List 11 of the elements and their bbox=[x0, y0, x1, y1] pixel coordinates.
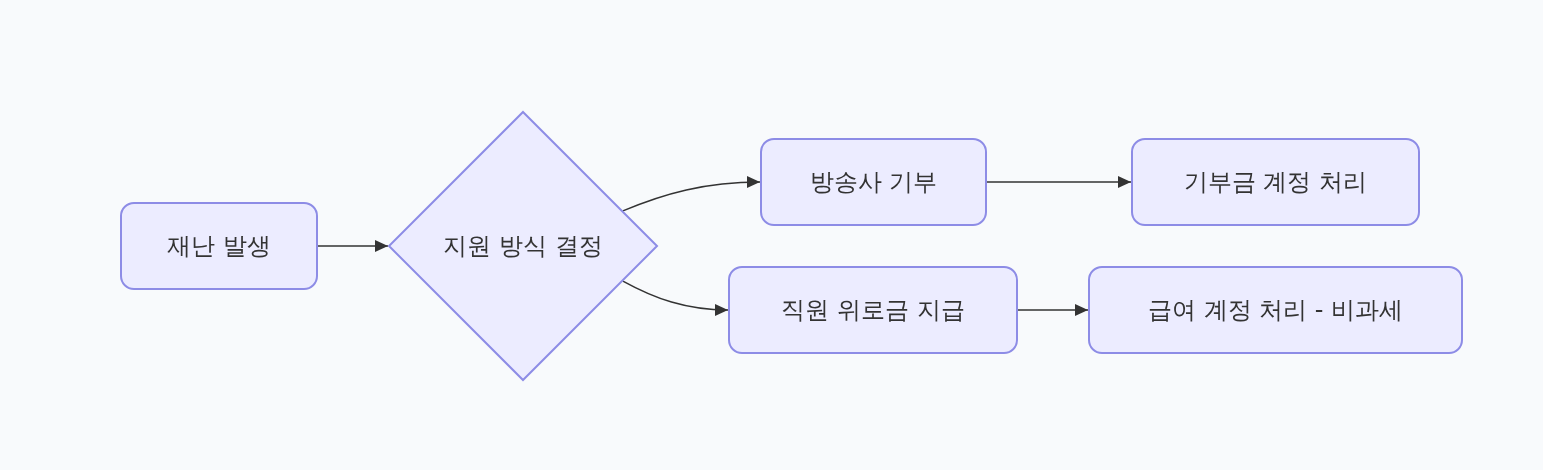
node-label: 기부금 계정 처리 bbox=[1183, 167, 1368, 198]
arrow bbox=[622, 280, 729, 316]
arrow bbox=[986, 176, 1132, 188]
node-label: 급여 계정 처리 - 비과세 bbox=[1147, 295, 1404, 326]
arrow bbox=[622, 176, 761, 212]
node-label: 직원 위로금 지급 bbox=[781, 295, 965, 326]
node-label: 재난 발생 bbox=[167, 231, 271, 262]
arrow bbox=[1017, 304, 1089, 316]
node-label: 지원 방식 결정 bbox=[443, 231, 603, 262]
arrow bbox=[317, 240, 389, 252]
node-label: 방송사 기부 bbox=[809, 167, 938, 198]
